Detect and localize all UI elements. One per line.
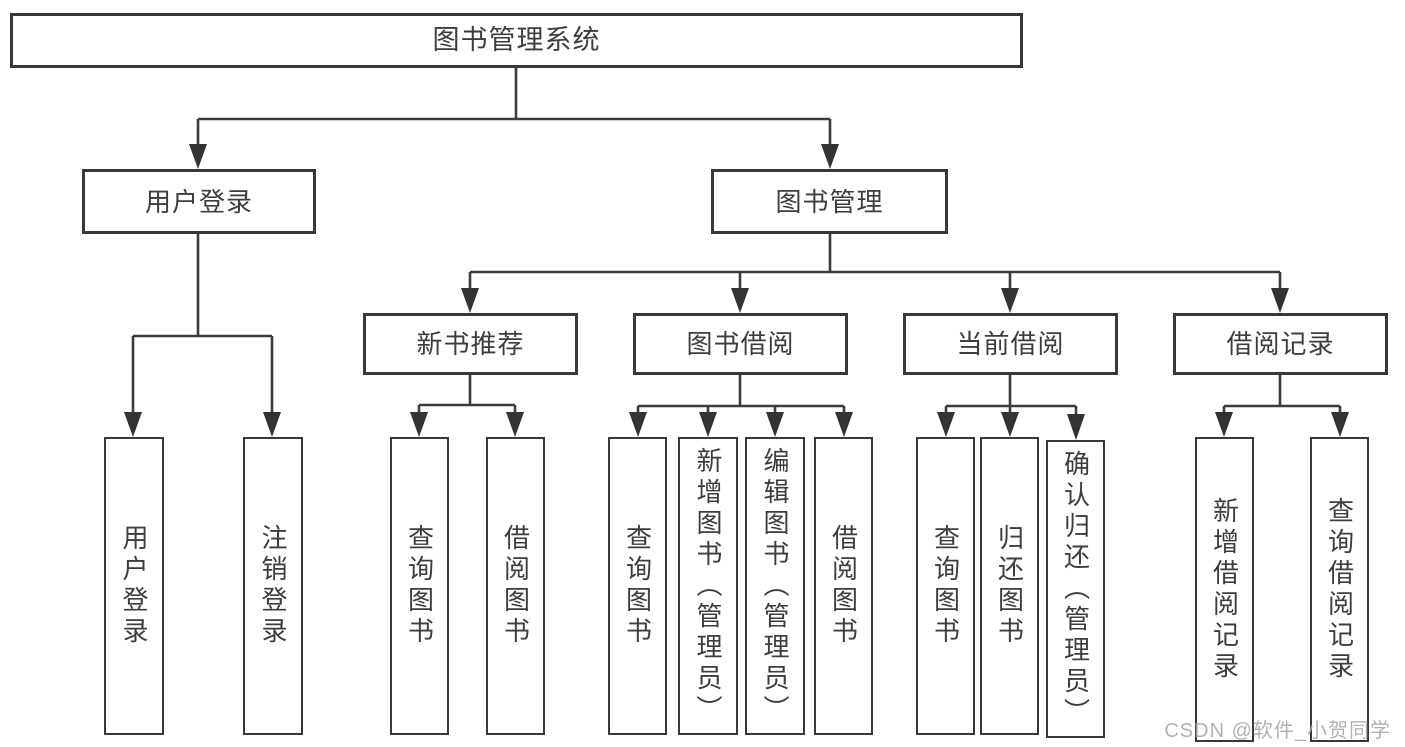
leaf-logout-label: 注销登录 bbox=[258, 524, 288, 648]
leaf-borrow-books-2: 借阅图书 bbox=[814, 437, 873, 735]
leaf-query-books-3: 查询图书 bbox=[916, 437, 975, 735]
leaf-query-borrow-record-label: 查询借阅记录 bbox=[1324, 496, 1355, 683]
node-root-label: 图书管理系统 bbox=[432, 25, 601, 55]
leaf-return-books-label: 归还图书 bbox=[994, 524, 1025, 648]
leaf-confirm-return-admin: 确认归还（管理员） bbox=[1046, 440, 1105, 738]
leaf-add-borrow-record: 新增借阅记录 bbox=[1195, 437, 1254, 742]
csdn-watermark: CSDN @软件_小贺同学 bbox=[1164, 720, 1391, 742]
leaf-user-login: 用户登录 bbox=[104, 437, 164, 735]
node-new-book-recommend: 新书推荐 bbox=[363, 313, 578, 375]
leaf-add-books-admin: 新增图书（管理员） bbox=[678, 437, 738, 735]
leaf-add-books-admin-label: 新增图书（管理员） bbox=[693, 446, 723, 726]
leaf-borrow-books-2-label: 借阅图书 bbox=[828, 524, 859, 648]
connector-current-borrowing-children bbox=[937, 375, 1085, 440]
leaf-query-books-3-label: 查询图书 bbox=[930, 524, 961, 648]
node-current-borrowing: 当前借阅 bbox=[903, 313, 1118, 375]
node-root: 图书管理系统 bbox=[10, 13, 1023, 68]
leaf-edit-books-admin: 编辑图书（管理员） bbox=[745, 437, 805, 735]
node-new-book-recommend-label: 新书推荐 bbox=[416, 329, 525, 359]
leaf-query-borrow-record: 查询借阅记录 bbox=[1310, 437, 1369, 742]
leaf-add-borrow-record-label: 新增借阅记录 bbox=[1209, 496, 1240, 683]
leaf-confirm-return-admin-label: 确认归还（管理员） bbox=[1060, 449, 1091, 729]
leaf-query-books-2-label: 查询图书 bbox=[622, 524, 653, 648]
leaf-query-books-1-label: 查询图书 bbox=[404, 524, 435, 648]
connector-borrowing-records-children bbox=[1215, 375, 1349, 437]
connector-book-borrowing-children bbox=[629, 375, 853, 437]
node-borrowing-records-label: 借阅记录 bbox=[1226, 329, 1335, 359]
node-book-management-label: 图书管理 bbox=[775, 186, 884, 217]
leaf-edit-books-admin-label: 编辑图书（管理员） bbox=[760, 446, 790, 726]
connector-new-book-rec-children bbox=[410, 375, 524, 437]
leaf-borrow-books-1-label: 借阅图书 bbox=[500, 524, 531, 648]
leaf-logout: 注销登录 bbox=[243, 437, 303, 735]
connector-user-login-children bbox=[124, 234, 281, 437]
connector-book-mgmt-children bbox=[461, 234, 1289, 313]
leaf-borrow-books-1: 借阅图书 bbox=[486, 437, 545, 735]
node-current-borrowing-label: 当前借阅 bbox=[956, 329, 1065, 359]
node-book-borrowing: 图书借阅 bbox=[633, 313, 848, 375]
connector-root-to-level2 bbox=[189, 68, 839, 169]
leaf-query-books-1: 查询图书 bbox=[390, 437, 449, 735]
node-user-login-label: 用户登录 bbox=[144, 186, 253, 217]
node-user-login: 用户登录 bbox=[82, 169, 316, 234]
leaf-user-login-label: 用户登录 bbox=[119, 524, 149, 648]
node-book-management: 图书管理 bbox=[711, 169, 948, 234]
node-borrowing-records: 借阅记录 bbox=[1173, 313, 1388, 375]
leaf-query-books-2: 查询图书 bbox=[608, 437, 667, 735]
node-book-borrowing-label: 图书借阅 bbox=[686, 329, 795, 359]
leaf-return-books: 归还图书 bbox=[980, 437, 1039, 735]
